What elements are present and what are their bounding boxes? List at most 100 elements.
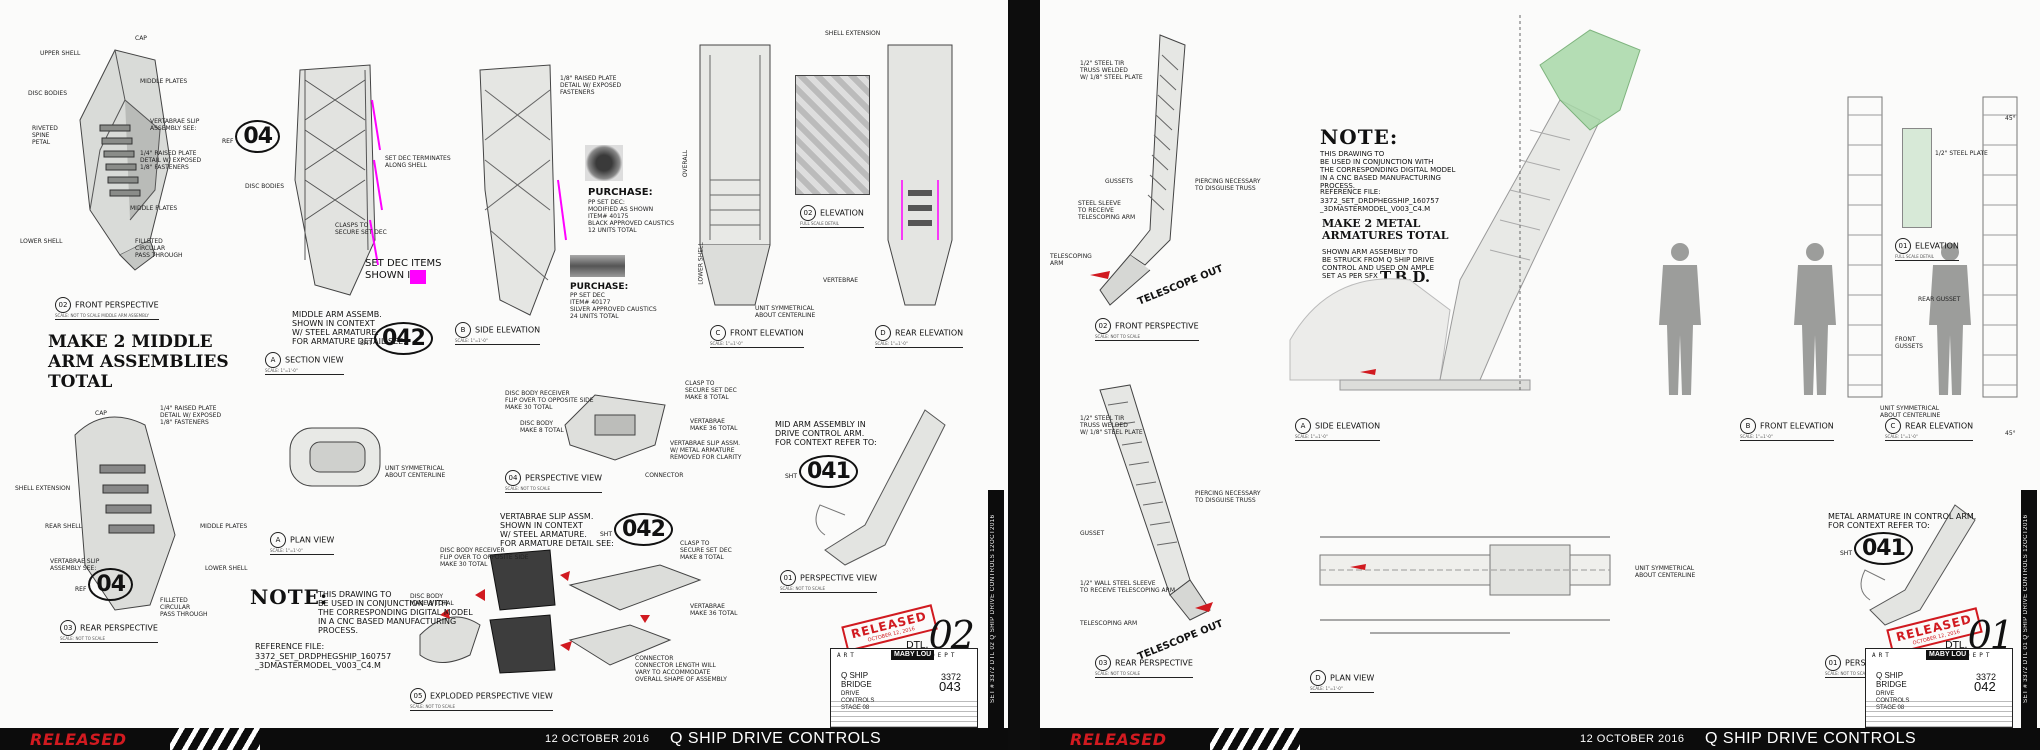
reference-file-body: 3372_SET_DRDPHEGSHIP_160757 _3DMASTERMOD… — [1320, 197, 1440, 213]
drawing-sheet-dtl-01: 1/2" STEEL TIR TRUSS WELDED W/ 1/8" STEE… — [1040, 0, 2040, 750]
label-connector: CONNECTOR — [645, 472, 684, 479]
vertical-side-strip: SET # 3372 DTL 02 Q SHIP DRIVE CONTROLS … — [988, 490, 1004, 728]
label-cap-b: CAP — [95, 410, 107, 417]
label-angle-a: 45° — [2005, 115, 2016, 122]
purchase-2-heading: PURCHASE: — [570, 282, 629, 292]
rear-perspective-drawing — [74, 416, 176, 611]
footer-released: RELEASED — [30, 730, 127, 749]
label-disc-bodies-2: DISC BODIES — [245, 183, 285, 190]
label-lower-shell-dim: LOWER SHELL — [697, 242, 705, 285]
note-body: THIS DRAWING TO BE USED IN CONJUNCTION W… — [318, 590, 473, 635]
drawing-sheet-dtl-02: UPPER SHELL CAP DISC BODIES RIVETED SPIN… — [0, 0, 1008, 750]
label-front-gussets: FRONT GUSSETS — [1895, 336, 1923, 350]
label-cap: CAP — [135, 35, 147, 42]
title-block-sheet-number: 043 — [939, 679, 961, 694]
label-vertebrae: VERTEBRAE — [823, 277, 859, 284]
set-dec-items-text: SET DEC ITEMS SHOWN IN — [365, 258, 442, 281]
footer-stripes — [1210, 728, 1300, 750]
label-raised-plate-2: 1/8" RAISED PLATE DETAIL W/ EXPOSED FAST… — [560, 75, 622, 96]
title-block-line3: DRIVE — [1876, 691, 1895, 697]
label-filleted-pass-through: FILLETED CIRCULAR PASS THROUGH — [135, 238, 183, 259]
label-angle-b: 45° — [2005, 430, 2016, 437]
elevation-detail-photo — [795, 75, 870, 195]
label-wall-steel-sleeve: 1/2" WALL STEEL SLEEVE TO RECEIVE TELESC… — [1080, 580, 1176, 594]
vertical-side-strip: SET # 3372 DTL 01 Q SHIP DRIVE CONTROLS … — [2021, 490, 2037, 728]
label-lower-shell-b: LOWER SHELL — [205, 565, 248, 572]
rear-elevation-truss-drawing — [1982, 96, 2018, 398]
purchase-2-body: PP SET DEC ITEM# 40177 SILVER APPROVED C… — [570, 292, 657, 320]
label-disc-bodies: DISC BODIES — [28, 90, 68, 97]
label-rear-shell: REAR SHELL — [45, 523, 82, 530]
title-block-sheet-number: 042 — [1974, 679, 1996, 694]
plan-view-drawing — [289, 427, 381, 487]
elevation-plate-detail — [1902, 128, 1932, 228]
title-block-logo-right: DEPT — [1966, 652, 1993, 659]
label-unit-symmetrical-b: UNIT SYMMETRICAL ABOUT CENTERLINE — [1635, 565, 1696, 579]
perspective-01-drawing — [1860, 504, 1976, 626]
note-heading: NOTE: — [1320, 125, 1399, 149]
purchase-photo-2 — [570, 255, 625, 277]
label-riveted-spine-petal: RIVETED SPINE PETAL — [32, 125, 58, 146]
label-vertabrae-make-36: VERTABRAE MAKE 36 TOTAL — [690, 418, 738, 432]
label-middle-plates: MIDDLE PLATES — [140, 78, 188, 85]
section-view-drawing — [294, 64, 383, 296]
purchase-1-body: PP SET DEC: MODIFIED AS SHOWN ITEM# 4017… — [588, 199, 675, 234]
label-disc-body-receiver-2: DISC BODY RECEIVER FLIP OVER TO OPPOSITE… — [440, 547, 529, 568]
label-unit-symmetrical: UNIT SYMMETRICAL ABOUT CENTERLINE — [755, 305, 816, 319]
human-scale-figure-2 — [1794, 243, 1836, 395]
set-dec-magenta-swatch — [410, 270, 426, 284]
label-telescoping-arm: TELESCOPING ARM — [1050, 253, 1092, 267]
label-unit-symmetrical: UNIT SYMMETRICAL ABOUT CENTERLINE — [1880, 405, 1941, 419]
truss-rear-perspective-drawing — [1099, 384, 1213, 621]
purchase-1-heading: PURCHASE: — [588, 187, 653, 198]
label-connector-2: CONNECTOR CONNECTOR LENGTH WILL VARY TO … — [635, 655, 727, 683]
label-overall-dim: OVERALL — [682, 149, 690, 178]
title-block-logo: MABY LOU — [1926, 650, 1970, 660]
label-gusset: GUSSET — [1080, 530, 1105, 537]
label-rear-gusset: REAR GUSSET — [1918, 296, 1961, 303]
detail-number: DTL.01 — [1945, 613, 2014, 657]
title-block-line1: Q SHIP — [1876, 671, 1904, 680]
rear-elevation-drawing — [887, 44, 953, 306]
label-filleted-b: FILLETED CIRCULAR PASS THROUGH — [160, 597, 208, 618]
label-middle-plates-b: MIDDLE PLATES — [200, 523, 248, 530]
label-raised-plate-b: 1/4" RAISED PLATE DETAIL W/ EXPOSED 1/8"… — [160, 405, 222, 426]
label-upper-shell: UPPER SHELL — [40, 50, 81, 57]
make-middle-arm-text: MAKE 2 MIDDLE ARM ASSEMBLIES TOTAL — [48, 332, 229, 392]
plan-view-truss-drawing — [1319, 536, 1611, 634]
perspective-01-drawing — [815, 409, 946, 566]
title-block-logo-left: ART — [837, 652, 857, 659]
label-vertabrae-slip-b: VERTABRAE SLIP ASSEMBLY SEE: — [50, 558, 100, 572]
title-block-project-number: 3372 — [941, 672, 962, 682]
title-block-line2: BRIDGE — [841, 680, 872, 689]
reference-file-body: 3372_SET_DRDPHEGSHIP_160757 _3DMASTERMOD… — [255, 652, 392, 670]
front-elevation-drawing — [699, 44, 771, 306]
note-heading: NOTE: — [250, 585, 329, 609]
title-block-line2: BRIDGE — [1876, 680, 1907, 689]
label-vertabrae-slip: VERTABRAE SLIP ASSEMBLY SEE: — [150, 118, 200, 132]
footer-stripes — [170, 728, 260, 750]
side-elevation-drawing — [479, 64, 567, 316]
perspective-view-drawing — [564, 394, 666, 461]
front-perspective-drawing — [79, 49, 171, 271]
title-block-logo-right: DEPT — [931, 652, 958, 659]
label-piercing-necessary-b: PIERCING NECESSARY TO DISGUISE TRUSS — [1195, 490, 1261, 504]
vert-slip-context-text: VERTABRAE SLIP ASSM. SHOWN IN CONTEXT W/… — [500, 512, 614, 548]
make-metal-armatures-text: MAKE 2 METAL ARMATURES TOTAL — [1322, 217, 1449, 242]
label-steel-tubing-a: 1/2" STEEL TIR TRUSS WELDED W/ 1/8" STEE… — [1080, 60, 1143, 81]
